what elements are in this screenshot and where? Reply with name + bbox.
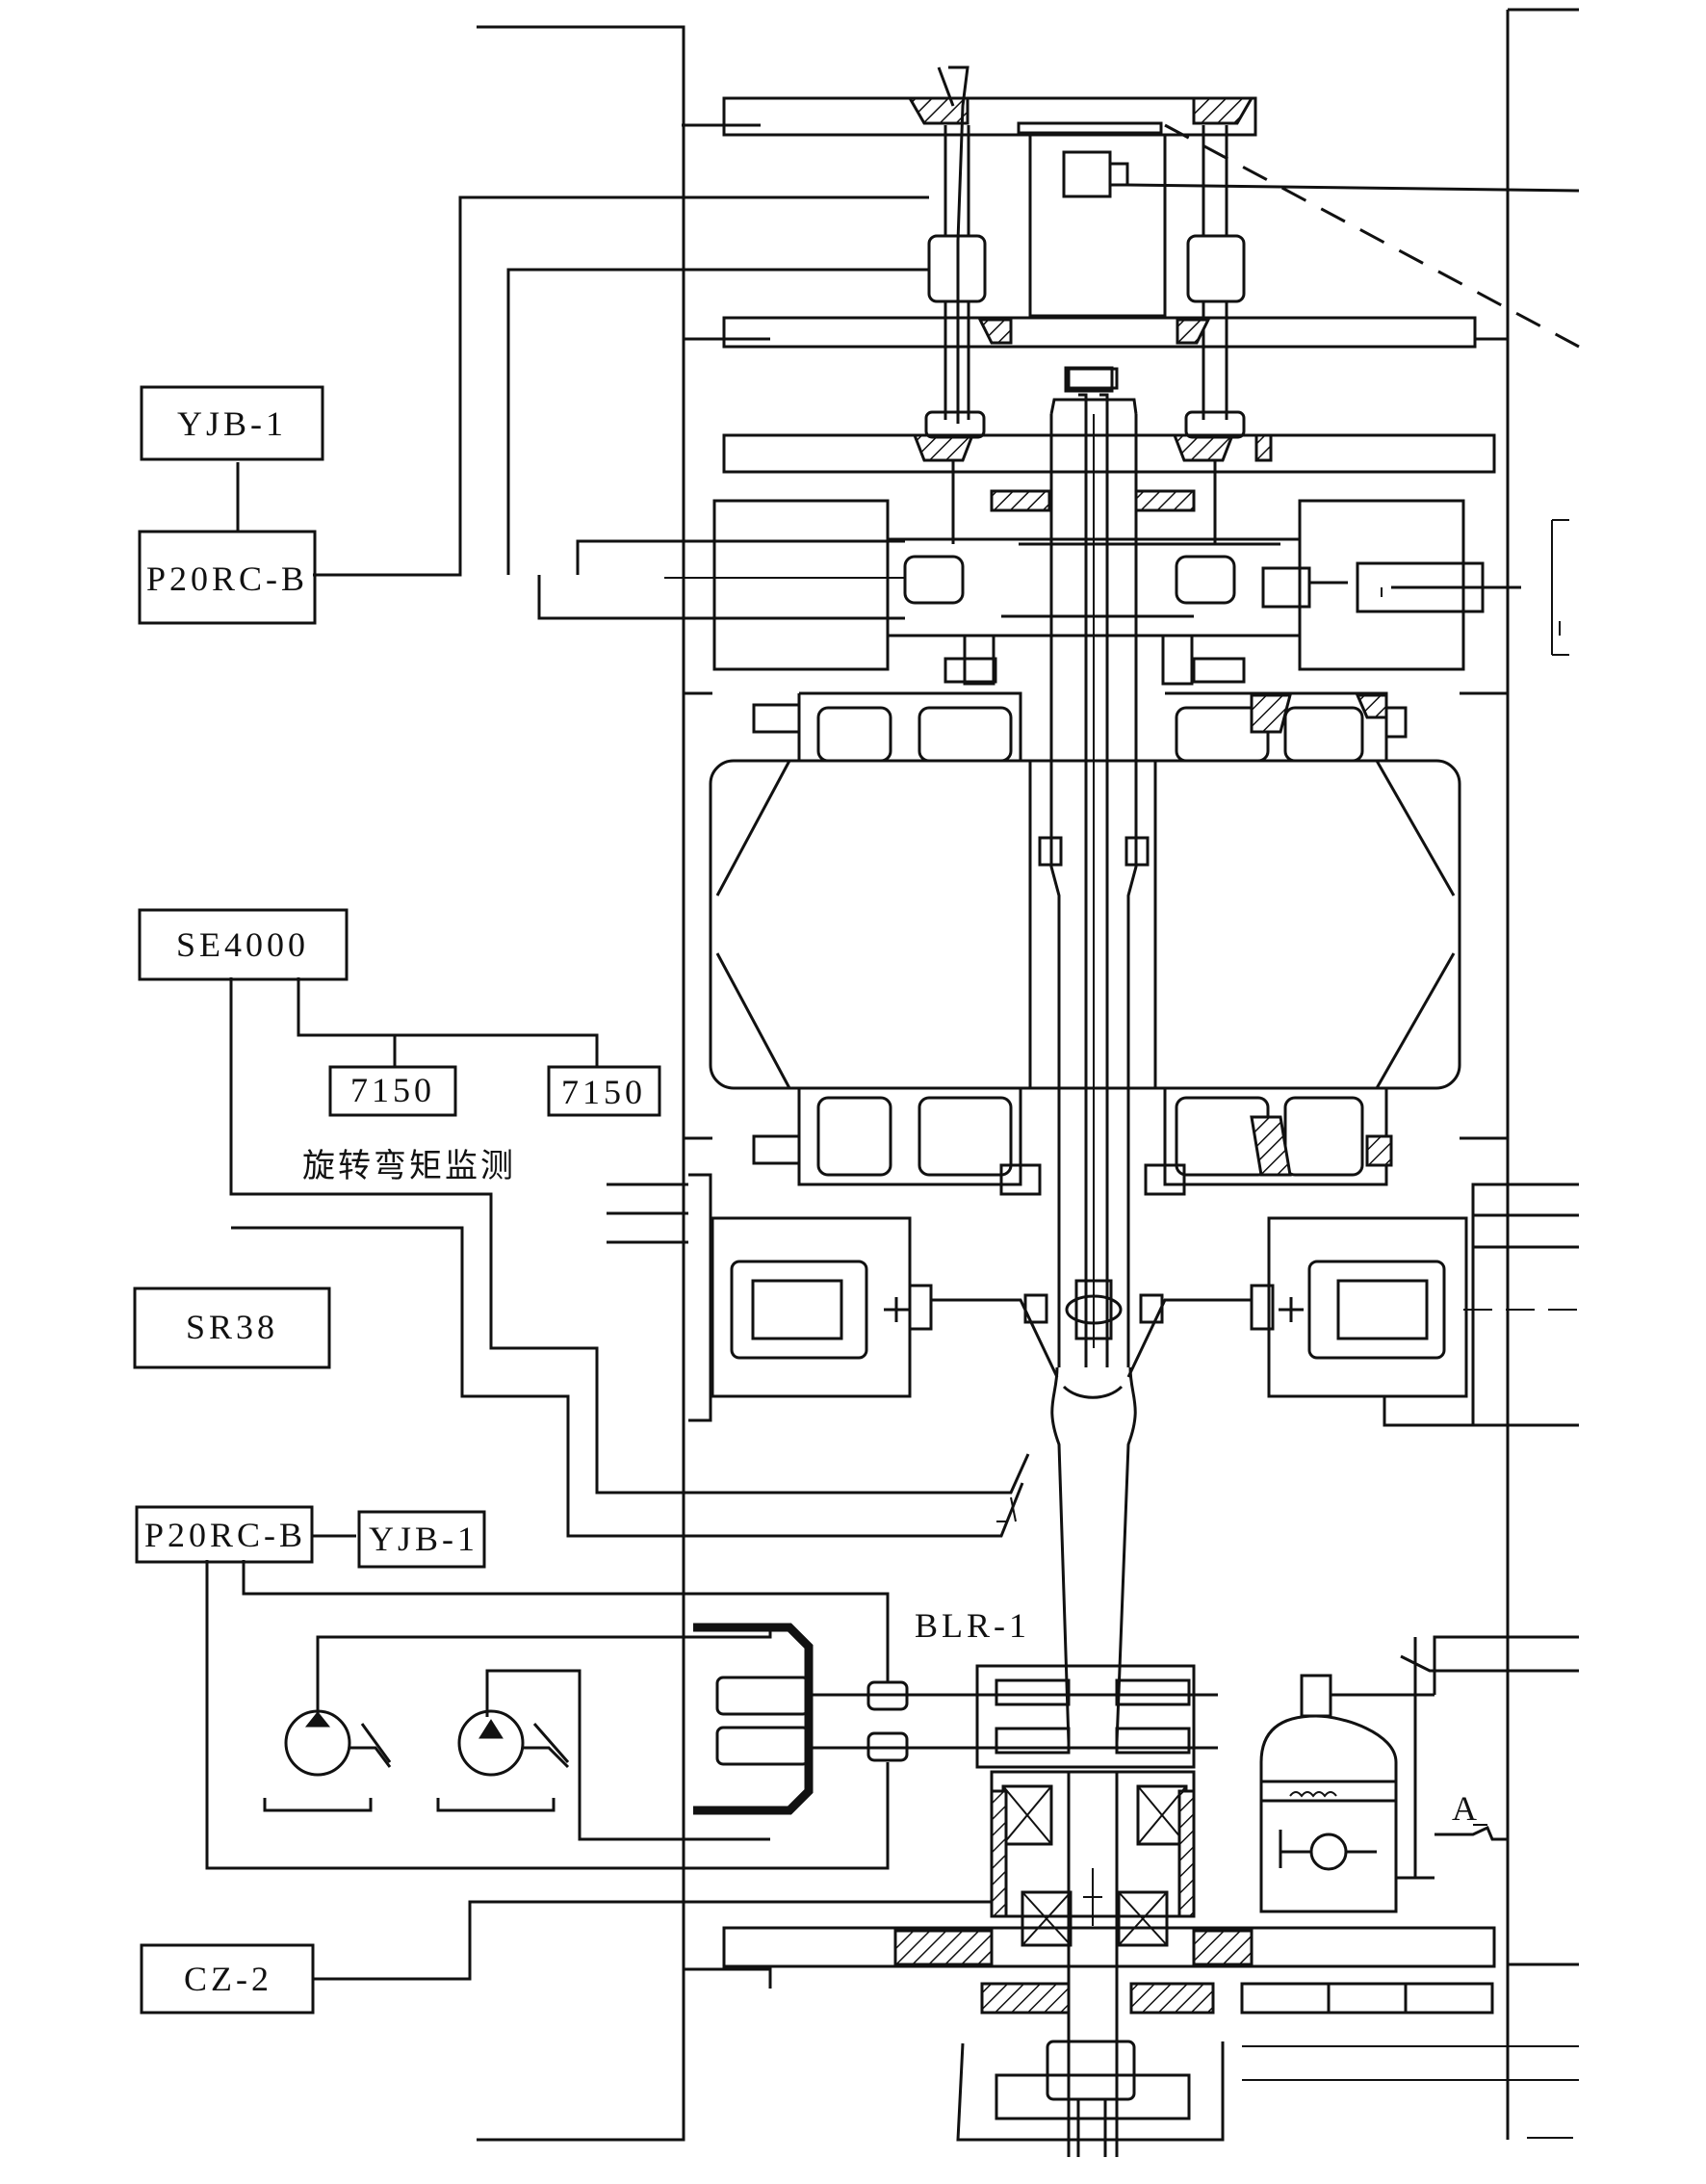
svg-text:YJB-1: YJB-1 [177, 404, 287, 443]
svg-text:7150: 7150 [350, 1071, 435, 1109]
box-p20rc-top: P20RC-B [138, 530, 317, 625]
svg-text:SE4000: SE4000 [176, 925, 309, 964]
box-amplifier-right: 7150 [547, 1065, 661, 1117]
pump-right-icon [457, 1709, 525, 1777]
svg-text:A: A [1452, 1789, 1481, 1828]
rotor-disc-housing [684, 691, 1508, 1196]
svg-text:P20RC-B: P20RC-B [146, 559, 308, 598]
main-spindle [1038, 367, 1150, 1744]
side-exciters [607, 1173, 1579, 1427]
top-loading-frame [682, 65, 1580, 424]
svg-text:SR38: SR38 [186, 1308, 278, 1346]
svg-text:BLR-1: BLR-1 [915, 1606, 1030, 1645]
box-yjb-bottom: YJB-1 [357, 1510, 486, 1569]
svg-text:CZ-2: CZ-2 [184, 1960, 272, 1998]
wiring [205, 195, 1030, 1981]
pump-left-icon [284, 1709, 351, 1777]
box-yjb-top: YJB-1 [140, 385, 324, 461]
label-blr: BLR-1 [915, 1606, 1030, 1645]
hydraulic-pumps [263, 1709, 570, 1812]
frame-lines [477, 8, 1579, 2142]
lower-assembly [684, 1623, 1579, 2157]
label-point-a: A [1452, 1789, 1481, 1828]
svg-text:旋转弯矩监测: 旋转弯矩监测 [302, 1147, 516, 1185]
box-sr38: SR38 [133, 1287, 331, 1369]
label-rotating-moment: 旋转弯矩监测 [302, 1147, 516, 1185]
upper-bearing-housing [712, 410, 1569, 686]
box-p20rc-bottom: P20RC-B [135, 1505, 314, 1564]
svg-text:YJB-1: YJB-1 [369, 1520, 478, 1558]
svg-text:P20RC-B: P20RC-B [144, 1516, 306, 1554]
box-se4000: SE4000 [138, 908, 349, 981]
box-amplifier-left: 7150 [328, 1065, 457, 1117]
svg-text:7150: 7150 [561, 1073, 646, 1111]
box-cz2: CZ-2 [140, 1943, 315, 2015]
